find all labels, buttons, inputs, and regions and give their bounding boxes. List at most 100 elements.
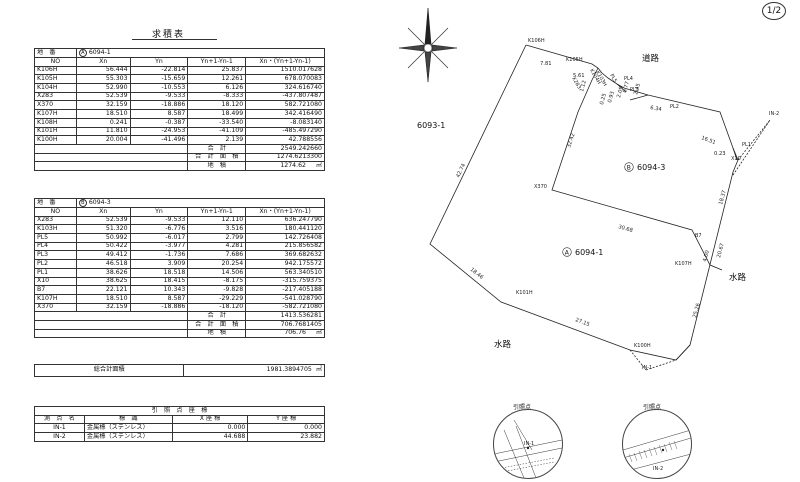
table-cell: 0.000 bbox=[247, 423, 325, 434]
table-cell: -6.017 bbox=[129, 233, 189, 243]
distance-label: 7.81 bbox=[540, 61, 552, 67]
point-pl1: PL1 bbox=[742, 142, 751, 148]
table-cell: 0.241 bbox=[75, 117, 131, 128]
table-cell: 942.175572 bbox=[245, 259, 325, 269]
table-cell: 342.416490 bbox=[245, 109, 325, 119]
table-cell: -582.721080 bbox=[245, 302, 325, 313]
table-cell: -9.828 bbox=[187, 285, 247, 295]
distance-label: 0.93 bbox=[607, 91, 616, 104]
table-cell: 55.303 bbox=[75, 74, 131, 85]
combined-value: 706.7681405 bbox=[245, 319, 325, 330]
area-label: 地 積 bbox=[187, 328, 247, 339]
distance-label: 25.26 bbox=[692, 303, 702, 319]
point-x370: X370 bbox=[534, 184, 547, 190]
distance-labels: 7.81 5.61 1.12 0.25 0.93 2.09 0.77 2.45 … bbox=[455, 61, 727, 328]
table-cell: B7 bbox=[34, 285, 77, 295]
table-cell: 32.159 bbox=[75, 302, 131, 313]
parcel-a-badge: A bbox=[78, 49, 87, 57]
table-cell: 369.682632 bbox=[245, 250, 325, 261]
table-cell: 8.587 bbox=[129, 109, 189, 119]
road-label: 道路 bbox=[642, 53, 660, 64]
table-cell: 50.992 bbox=[75, 233, 131, 243]
table-cell: 金属標（ステンレス） bbox=[83, 423, 173, 434]
distance-label: 18.46 bbox=[469, 267, 484, 281]
point-b7: B7 bbox=[695, 233, 702, 239]
table-cell: X283 bbox=[34, 215, 77, 226]
parcel-a-map-label: 6094-1 bbox=[575, 248, 603, 257]
table-cell: 8.587 bbox=[129, 293, 189, 304]
column-header: Y 座 標 bbox=[247, 414, 325, 425]
point-pl3: PL3 bbox=[630, 87, 639, 93]
reference-inset-1: IN-1 bbox=[493, 409, 563, 479]
table-cell: -541.028790 bbox=[245, 293, 325, 304]
column-header: X 座 標 bbox=[171, 414, 249, 425]
grand-total-label: 総合計面積 bbox=[33, 364, 185, 377]
parcel-b-badge: B bbox=[78, 199, 87, 207]
table-cell: 636.247790 bbox=[245, 215, 325, 226]
parcel-a-number: 6094-1 bbox=[88, 49, 111, 56]
area-value-cell: 706.76 ㎡ bbox=[245, 328, 325, 339]
table-cell: K100H bbox=[34, 135, 77, 145]
area-value: 706.76 bbox=[284, 329, 306, 337]
combined-label: 合 計 面 積 bbox=[187, 152, 247, 163]
point-k107h: K107H bbox=[675, 261, 692, 267]
table-cell: 0.000 bbox=[171, 423, 249, 434]
reference-inset-2-label: 引照点 bbox=[643, 404, 662, 411]
total-label: 合 計 bbox=[187, 311, 247, 321]
grand-total-value: 1981.3894705 bbox=[266, 366, 312, 374]
point-x10: X10 bbox=[731, 156, 741, 162]
table-cell: X370 bbox=[34, 100, 77, 111]
table-cell: -15.659 bbox=[129, 74, 189, 85]
table-cell: -10.553 bbox=[129, 83, 189, 93]
distance-label: 32.42 bbox=[566, 133, 576, 149]
table-cell: 44.688 bbox=[171, 432, 249, 442]
column-header: 標 識 bbox=[83, 414, 173, 425]
point-k106h: K106H bbox=[528, 38, 545, 44]
point-pl2: PL2 bbox=[670, 104, 679, 110]
table-cell: 52.990 bbox=[75, 83, 131, 93]
distance-label: 0.23 bbox=[714, 151, 726, 157]
table-cell: -22.814 bbox=[129, 65, 189, 76]
table-cell: -41.496 bbox=[129, 135, 189, 145]
title-underline bbox=[132, 39, 217, 40]
column-header: 測 点 名 bbox=[34, 414, 85, 425]
distance-label: 2.09 bbox=[616, 86, 625, 99]
table-cell: X283 bbox=[34, 91, 77, 102]
table-cell: 18.510 bbox=[75, 293, 131, 304]
total-label: 合 計 bbox=[187, 143, 247, 154]
table-cell: 56.444 bbox=[75, 65, 131, 76]
table-cell: 18.518 bbox=[129, 267, 189, 278]
column-header: NO bbox=[34, 57, 77, 67]
table-cell: -8.083140 bbox=[245, 117, 325, 128]
distance-label: 4.00 bbox=[702, 250, 711, 263]
table-cell: K103H bbox=[34, 224, 77, 235]
table-cell: PL3 bbox=[34, 250, 77, 261]
page-number: 1/2 bbox=[762, 2, 786, 20]
outer-boundary bbox=[429, 44, 739, 361]
table-cell: 7.686 bbox=[187, 250, 247, 261]
inset-2-point: IN-2 bbox=[653, 466, 663, 472]
table-cell: 18.510 bbox=[75, 109, 131, 119]
table-cell: 38.626 bbox=[75, 267, 131, 278]
table-cell: IN-2 bbox=[34, 432, 85, 442]
table-cell: -9.533 bbox=[129, 215, 189, 226]
